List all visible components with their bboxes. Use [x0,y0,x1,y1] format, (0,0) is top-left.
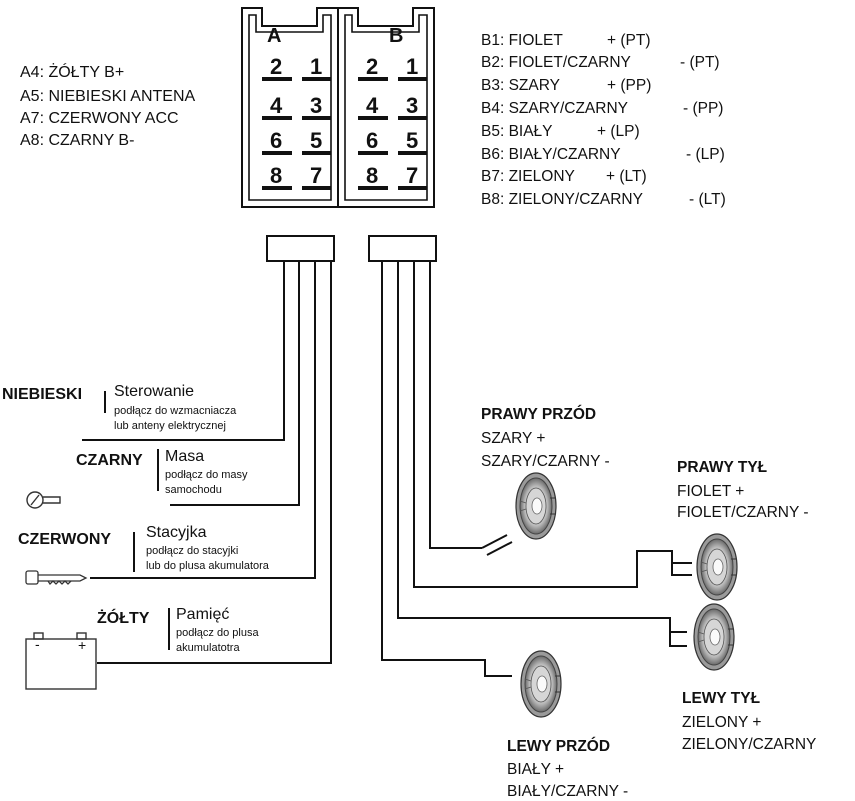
pin-number: 8 [366,163,379,188]
wire-function-title: Stacyjka [146,524,207,541]
b-legend-code: B6: BIAŁY/CZARNY [481,146,621,163]
plug-b [368,235,437,262]
wire-color-label: ŻÓŁTY [97,610,150,627]
b-legend-sign: - (LP) [686,146,725,163]
b-legend-code: B3: SZARY [481,77,560,94]
speaker-wire-plus: BIAŁY + [507,761,565,778]
speaker-prawy-tyl-icon [696,533,738,601]
speaker-wire-minus: ZIELONY/CZARNY [682,736,817,753]
pin-number: 4 [270,93,283,118]
wire-function-title: Masa [165,448,205,465]
a-legend-item: A4: ŻÓŁTY B+ [20,64,125,81]
wire-function-title: Pamięć [176,606,230,623]
b-legend-sign: - (PP) [683,100,724,117]
connector-a [241,7,339,208]
pin-bars [262,77,427,190]
b-legend-sign: - (PT) [680,54,720,71]
speaker-prawy-przod-icon [515,472,557,540]
a-legend-item: A7: CZERWONY ACC [20,110,179,127]
connector-a-label: A [267,25,282,47]
battery-minus: - [35,636,40,652]
speaker-wire-minus: SZARY/CZARNY - [481,453,610,470]
battery-icon [25,632,97,690]
wire-description: lub do plusa akumulatora [146,560,269,572]
plug-a [266,235,335,262]
pin-number: 6 [270,128,283,153]
speaker-wire-plus: SZARY + [481,430,546,447]
wire-description: podłącz do plusa [176,627,259,639]
label-bars [104,391,170,650]
wire-color-label: CZARNY [76,452,143,469]
pin-number: 8 [270,163,283,188]
speaker-wire-minus: FIOLET/CZARNY - [677,504,809,521]
pin-number: 3 [310,93,323,118]
b-legend-code: B4: SZARY/CZARNY [481,100,629,117]
b-legend-code: B5: BIAŁY [481,123,553,140]
ignition-key-icon [25,570,88,586]
pin-number: 7 [406,163,419,188]
battery-plus: + [78,637,87,653]
wire-description: podłącz do wzmacniacza [114,405,237,417]
ground-terminal-icon [26,491,61,509]
pin-number: 1 [310,54,323,79]
b-legend-code: B2: FIOLET/CZARNY [481,54,631,71]
wire-description: podłącz do stacyjki [146,545,239,557]
wire-color-label: NIEBIESKI [2,386,83,403]
pin-number: 6 [366,128,379,153]
wire-function-title: Sterowanie [114,383,195,400]
b-legend-sign: + (PP) [607,77,652,94]
b-legend-sign: + (LP) [597,123,640,140]
wire-description: lub anteny elektrycznej [114,420,226,432]
speaker-wire-plus: FIOLET + [677,483,745,500]
pin-number: 1 [406,54,419,79]
wire-description: podłącz do masy [165,469,248,481]
a-legend-item: A5: NIEBIESKI ANTENA [20,88,196,105]
speaker-title: LEWY PRZÓD [507,738,611,755]
b-legend-sign: + (PT) [607,32,651,49]
b-legend-code: B7: ZIELONY [481,168,575,185]
pin-number: 4 [366,93,379,118]
pin-number: 5 [406,128,419,153]
connector-b [337,7,435,208]
speaker-title: LEWY TYŁ [682,690,761,707]
pin-number: 2 [366,54,379,79]
b-legend-code: B8: ZIELONY/CZARNY [481,191,643,208]
a-legend-item: A8: CZARNY B- [20,132,135,149]
speaker-title: PRAWY PRZÓD [481,406,597,423]
b-legend-code: B1: FIOLET [481,32,563,49]
speaker-lewy-przod-icon [520,650,562,718]
pin-number: 5 [310,128,323,153]
b-legend-sign: + (LT) [606,168,647,185]
speaker-lewy-tyl-icon [693,603,735,671]
speaker-wire-minus: BIAŁY/CZARNY - [507,783,629,800]
wire-description: samochodu [165,484,222,496]
wire-description: akumulatotra [176,642,240,654]
b-legend-sign: - (LT) [689,191,726,208]
wire-color-label: CZERWONY [18,531,112,548]
wires-a [82,261,332,664]
pin-number: 7 [310,163,323,188]
pin-number: 2 [270,54,283,79]
pin-number: 3 [406,93,419,118]
wires-b [381,261,692,677]
speaker-wire-plus: ZIELONY + [682,714,762,731]
connector-b-label: B [389,25,404,47]
speaker-title: PRAWY TYŁ [677,459,768,476]
